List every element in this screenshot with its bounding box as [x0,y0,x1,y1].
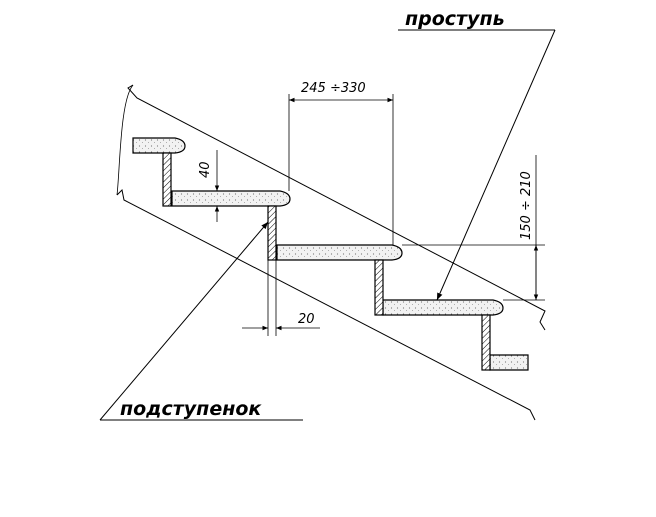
dimension-riser-thickness: 20 [242,260,320,336]
tread-thickness-text: 40 [198,161,213,178]
tread-5 [489,354,529,371]
riser-1 [162,152,172,207]
tread-depth-text: 245 ÷330 [301,81,366,96]
leader-tread: проступь [398,8,556,301]
dimension-riser-height: 150 ÷ 210 [402,155,545,301]
risers [162,152,491,371]
tread-4 [382,299,504,316]
tread-label: проступь [405,8,505,30]
stringer-outline [116,84,546,421]
treads [132,137,529,371]
leader-riser: подступенок [99,221,303,421]
riser-4 [481,314,491,371]
dimension-tread-depth: 245 ÷330 [288,81,394,245]
riser-label: подступенок [120,398,262,420]
riser-height-text: 150 ÷ 210 [519,171,534,240]
dimension-tread-thickness: 40 [198,150,225,222]
riser-thickness-text: 20 [298,312,315,327]
tread-2 [171,190,291,207]
tread-3 [276,244,403,261]
riser-2 [267,205,277,261]
tread-1 [132,137,186,154]
riser-3 [374,259,384,316]
